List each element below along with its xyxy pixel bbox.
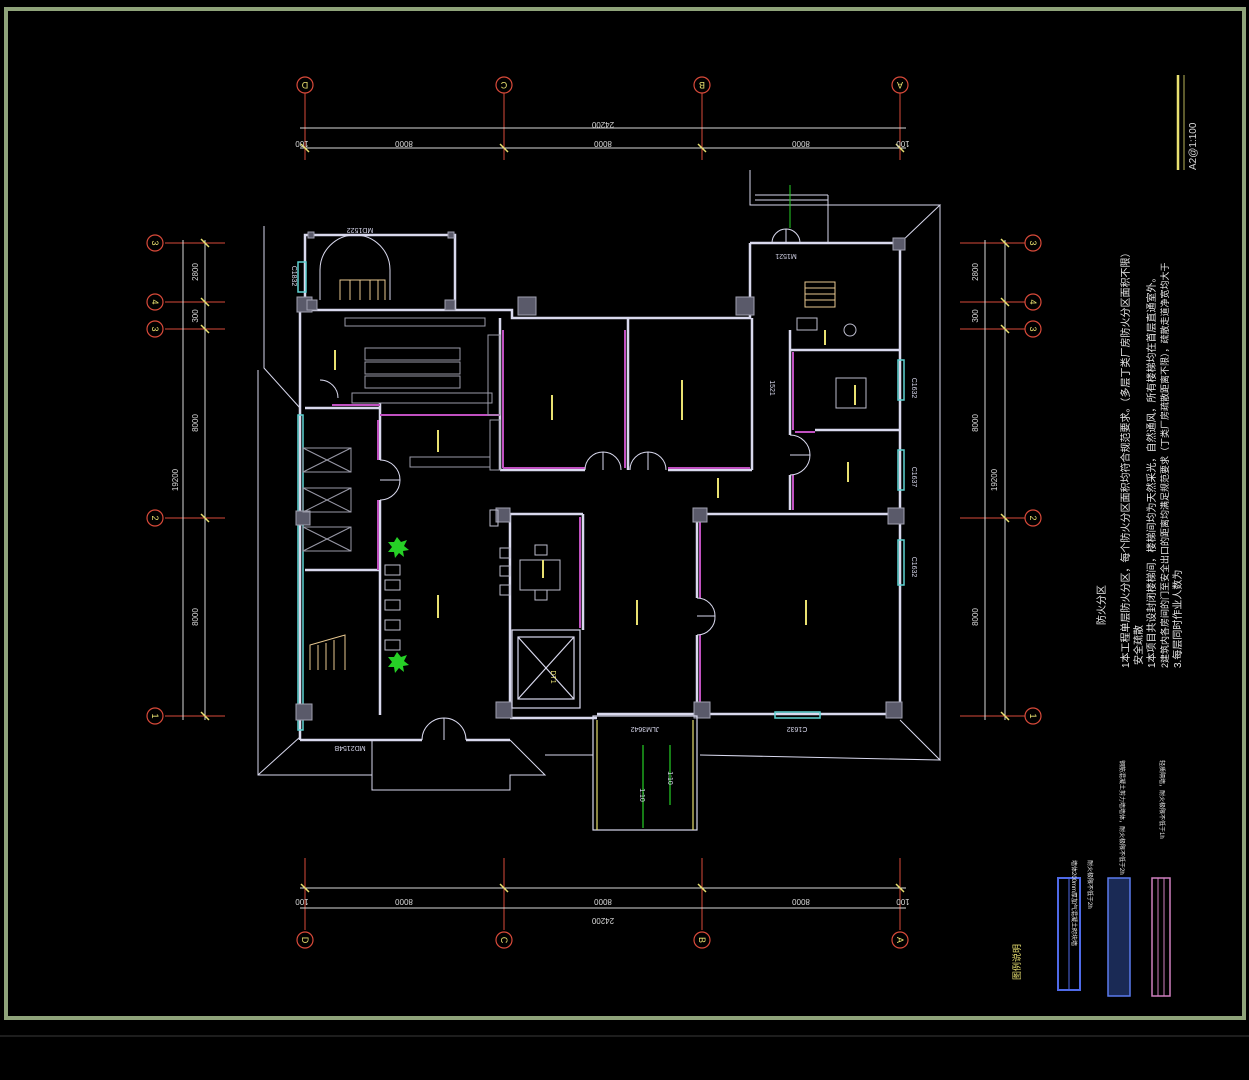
- axis-left-1: 3: [150, 240, 160, 245]
- dim-right-span-4: 8000: [971, 608, 980, 626]
- tag-ramp-1: 1:10: [638, 788, 645, 802]
- tag-window-left: C1832: [290, 266, 297, 287]
- plant-icon-1: [388, 537, 409, 558]
- storage-racks: [302, 317, 501, 552]
- axis-top-1: D: [301, 80, 308, 90]
- notes-title-2: 安全疏散: [1132, 625, 1145, 665]
- tag-lift: DT1: [549, 670, 556, 683]
- axis-top-4: A: [897, 80, 903, 90]
- axis-labels: D C B A D C B A 3 4 3 2 1 3 4 3 2 1: [150, 80, 1038, 944]
- dim-left-span-3: 8000: [191, 414, 200, 432]
- drawing-frame: [4, 7, 1246, 1020]
- axis-right-2: 4: [1028, 299, 1038, 304]
- dim-bottom-span-3: 8000: [594, 897, 612, 906]
- dim-right-span-1: 2800: [971, 263, 980, 281]
- dim-top-total: 24200: [591, 120, 614, 129]
- walls: [298, 233, 902, 742]
- stair-bottom-left: [309, 634, 346, 670]
- tag-window-bottom: C1632: [787, 725, 808, 732]
- dim-right-span-2: 300: [971, 309, 980, 323]
- doors: [319, 228, 811, 741]
- axis-left-4: 2: [150, 515, 160, 520]
- tag-door-bottom-left: MD2154B: [334, 744, 365, 751]
- notes-title: 防火分区: [1095, 585, 1108, 625]
- stair-top-right: [804, 281, 836, 308]
- axis-bottom-2: C: [499, 937, 509, 944]
- legend-title: 图例说明: [1011, 944, 1022, 980]
- dimension-lines: [182, 127, 1006, 909]
- axis-bottom-1: D: [300, 937, 310, 944]
- dim-bottom-span-1: 100: [295, 897, 309, 906]
- scale-label: A2@1:100: [1188, 122, 1199, 170]
- dim-top-span-1: 100: [295, 139, 309, 148]
- legend-swatch-3: [1151, 877, 1171, 997]
- legend-item-3: 轻质隔墙，耐火极限不低于1h: [1158, 760, 1166, 839]
- partition-walls: [332, 330, 815, 712]
- axis-top-3: B: [699, 80, 705, 90]
- notes-line-3: 2建筑内各房间的门至安全出口的距离均满足规范要求（丁类厂房疏散距离不限），疏散走…: [1159, 262, 1170, 668]
- axis-bottom-3: B: [697, 937, 707, 943]
- dimension-ticks: [200, 143, 1010, 893]
- dim-bottom-span-5: 100: [896, 897, 910, 906]
- tag-door-mid: 1521: [768, 380, 775, 396]
- dim-bottom-span-4: 8000: [792, 897, 810, 906]
- axis-left-5: 1: [150, 713, 160, 718]
- dim-top-span-2: 8000: [395, 139, 413, 148]
- tag-window-right-2: C1637: [910, 467, 917, 488]
- tag-door-bottom-center: JLM3642: [630, 725, 659, 732]
- dimension-text: 24200 100 8000 8000 8000 100 24200 100 8…: [171, 120, 999, 925]
- tag-ramp-2: 1:10: [666, 771, 673, 785]
- legend-swatch-2: [1107, 877, 1131, 997]
- tag-labels: C1832 MD1522 M1521 1521 C1632 C1637 C163…: [290, 226, 917, 802]
- dim-top-span-5: 100: [896, 139, 910, 148]
- office-furniture: [384, 317, 867, 651]
- dim-bottom-total: 24200: [591, 916, 614, 925]
- dim-left-span-1: 2800: [191, 263, 200, 281]
- legend: 图例说明 墙体200mm厚加气混凝土砌块墙 耐火极限不低于2h 钢筋混凝土剪力墙…: [1011, 760, 1171, 997]
- dim-right-span-3: 8000: [971, 414, 980, 432]
- dim-bottom-span-2: 8000: [395, 897, 413, 906]
- stair-top-left: [319, 234, 391, 300]
- axis-top-2: C: [500, 80, 507, 90]
- dim-left-total: 19200: [171, 468, 180, 491]
- dim-right-total: 19200: [990, 468, 999, 491]
- axis-bubbles: [146, 76, 1042, 949]
- loading-ramp: [592, 715, 698, 831]
- axis-right-5: 1: [1028, 713, 1038, 718]
- axis-right-3: 3: [1028, 326, 1038, 331]
- axis-right-4: 2: [1028, 515, 1038, 520]
- tag-window-right-3: C1632: [910, 557, 917, 578]
- grid-lines: [165, 93, 1025, 930]
- columns: [295, 231, 906, 721]
- axis-left-2: 4: [150, 299, 160, 304]
- tag-door-top-left: MD1522: [347, 226, 374, 233]
- dim-left-span-2: 300: [191, 309, 200, 323]
- axis-left-3: 3: [150, 326, 160, 331]
- axis-bottom-4: A: [895, 937, 905, 943]
- notes-line-2: 1本项目共设封闭楼梯间，楼梯间均为天然采光，自然通风，所有楼梯均在首层直通室外。: [1145, 272, 1158, 668]
- room-labels: [334, 330, 856, 625]
- windows: [297, 261, 905, 731]
- lift-shaft: [511, 629, 581, 709]
- notes-line-4: 3.每层同时作业人数为: [1171, 570, 1184, 668]
- design-notes: 防火分区 1本工程单层防火分区，每个防火分区面积均符合规范要求。（多层丁类厂房防…: [1095, 247, 1184, 668]
- plant-icon-2: [388, 652, 409, 673]
- legend-item-1b: 耐火极限不低于2h: [1086, 860, 1094, 909]
- entrance-steps: [755, 185, 829, 243]
- notes-line-1: 1本工程单层防火分区，每个防火分区面积均符合规范要求。（多层丁类厂房防火分区面积…: [1119, 247, 1132, 668]
- dim-top-span-3: 8000: [594, 139, 612, 148]
- legend-item-2: 钢筋混凝土剪力墙墙体，耐火极限不低于2h: [1118, 760, 1126, 875]
- tag-window-right-1: C1632: [910, 378, 917, 399]
- legend-item-1: 墙体200mm厚加气混凝土砌块墙: [1070, 860, 1078, 946]
- tag-door-top-right: M1521: [775, 252, 797, 259]
- plant-icons: [388, 537, 409, 673]
- dim-top-span-4: 8000: [792, 139, 810, 148]
- axis-right-1: 3: [1028, 240, 1038, 245]
- dim-left-span-4: 8000: [191, 608, 200, 626]
- roof-outline: [257, 170, 942, 791]
